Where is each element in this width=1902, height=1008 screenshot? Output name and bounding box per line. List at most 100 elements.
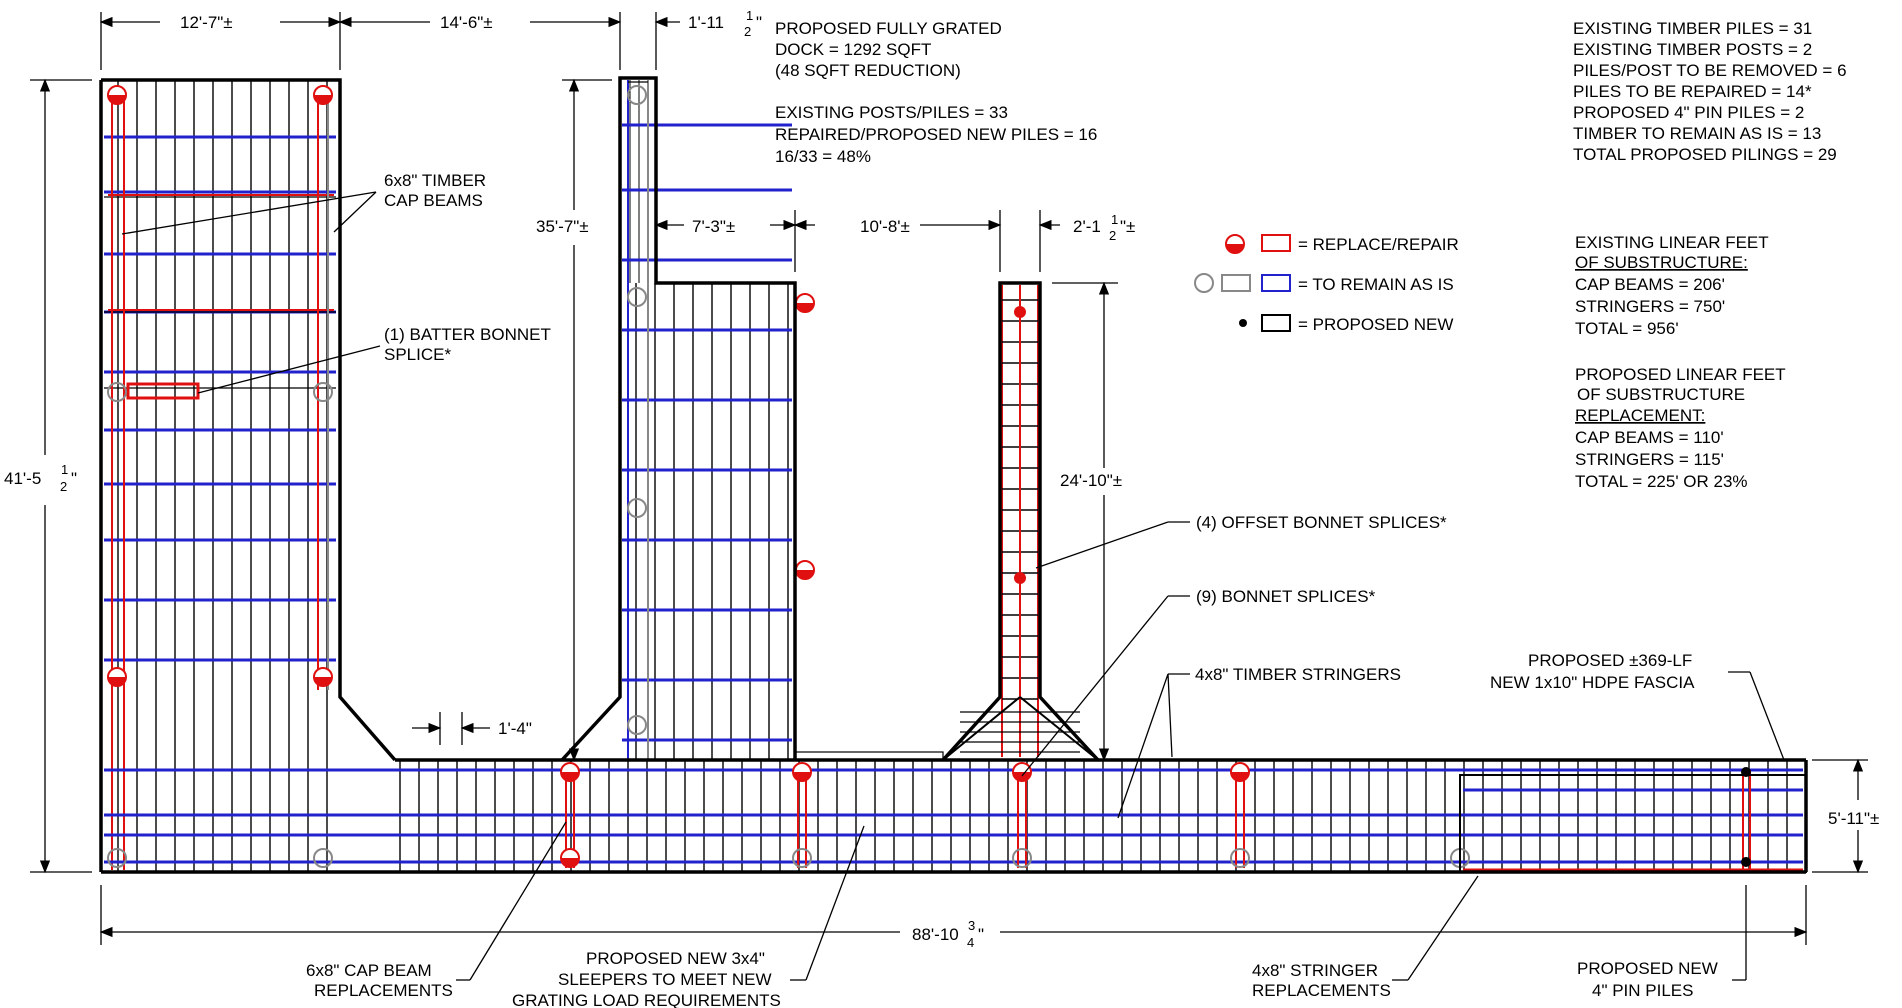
pile-replace-half — [314, 95, 332, 104]
notes-top-line3: (48 SQFT REDUCTION) — [775, 61, 961, 80]
notes-right-line: TIMBER TO REMAIN AS IS = 13 — [1573, 124, 1821, 143]
legend-new-label: = PROPOSED NEW — [1298, 315, 1453, 334]
dim-finger2-height: 24'-10"± — [1060, 471, 1122, 490]
existing-line: STRINGERS = 750' — [1575, 297, 1725, 316]
dim-bottom-den: 4 — [967, 935, 974, 950]
callout-sleepers-1: PROPOSED NEW 3x4" — [586, 949, 765, 968]
notes-right-line: TOTAL PROPOSED PILINGS = 29 — [1573, 145, 1837, 164]
dim-bottom-num: 3 — [968, 918, 975, 933]
callout-cap-beams-1: 6x8" TIMBER — [384, 171, 486, 190]
dim-left-height-den: 2 — [60, 479, 67, 494]
dim-bottom-suffix: " — [978, 925, 984, 944]
pile-remain — [792, 848, 812, 868]
dim-bottom-total: 88'-10 — [912, 925, 959, 944]
existing-line: TOTAL = 956' — [1575, 319, 1679, 338]
dim-left-height-suffix: " — [71, 469, 77, 488]
pile-remain — [627, 287, 647, 307]
callout-batter-2: SPLICE* — [384, 345, 451, 364]
existing-title-2: OF SUBSTRUCTURE: — [1575, 253, 1748, 272]
legend-remain-blue-icon — [1261, 274, 1291, 292]
pile-replace-half — [1231, 772, 1249, 781]
legend-new-beam-icon — [1261, 314, 1291, 332]
notes-top-line1: PROPOSED FULLY GRATED — [775, 19, 1002, 38]
callout-pin-1: PROPOSED NEW — [1577, 959, 1718, 978]
pile-remain — [313, 848, 333, 868]
dimension-lines — [30, 12, 1868, 945]
callout-bonnet: (9) BONNET SPLICES* — [1196, 587, 1376, 606]
callout-stringers: 4x8" TIMBER STRINGERS — [1195, 665, 1401, 684]
dimension-labels: 12'-7"± 14'-6"± 1'-11 1 2 " 7'-3"± 10'-8… — [4, 8, 1879, 950]
pile-replace-half — [796, 303, 814, 312]
dim-top-3-num: 1 — [746, 8, 753, 23]
dim-left-height: 41'-5 — [4, 469, 41, 488]
dim-top-3-den: 2 — [744, 24, 751, 39]
callout-stringer-repl-2: REPLACEMENTS — [1252, 981, 1391, 1000]
proposed-title-3: REPLACEMENT: — [1575, 406, 1705, 425]
dim-finger1-height: 35'-7"± — [536, 217, 589, 236]
proposed-line: CAP BEAMS = 110' — [1575, 428, 1724, 447]
dim-top-3-suffix: " — [756, 13, 762, 32]
callout-pin-2: 4" PIN PILES — [1592, 981, 1693, 1000]
pile-replace-half — [108, 95, 126, 104]
legend-replace-label: = REPLACE/REPAIR — [1298, 235, 1459, 254]
pile-remain — [107, 382, 127, 402]
notes-top-line2: DOCK = 1292 SQFT — [775, 40, 931, 59]
notes-right-line: EXISTING TIMBER PILES = 31 — [1573, 19, 1812, 38]
pile-replace-half — [793, 772, 811, 781]
callout-offset: (4) OFFSET BONNET SPLICES* — [1196, 513, 1447, 532]
proposed-title-2: OF SUBSTRUCTURE — [1577, 385, 1745, 404]
pile-remain — [313, 382, 333, 402]
pile-replace-half — [796, 570, 814, 579]
legend-replace-pile-icon — [1225, 234, 1245, 254]
callout-cap-repl-1: 6x8" CAP BEAM — [306, 961, 432, 980]
dock-outline — [99, 76, 1808, 874]
notes-right-line: PROPOSED 4" PIN PILES = 2 — [1573, 103, 1804, 122]
legend-replace-beam-icon — [1261, 234, 1291, 252]
callout-fascia-2: NEW 1x10" HDPE FASCIA — [1490, 673, 1695, 692]
pile-replace-half — [561, 772, 579, 781]
callout-sleepers-2: SLEEPERS TO MEET NEW — [558, 970, 772, 989]
callout-batter-1: (1) BATTER BONNET — [384, 325, 551, 344]
batter-splice — [126, 382, 200, 400]
notes-right-line: PILES TO BE REPAIRED = 14* — [1573, 82, 1812, 101]
dim-mid-3: 2'-1 — [1073, 217, 1101, 236]
pile-remain — [1012, 848, 1032, 868]
pile-small — [1014, 306, 1026, 318]
notes-right: EXISTING TIMBER PILES = 31 EXISTING TIMB… — [1573, 19, 1847, 491]
callout-sleepers-3: GRATING LOAD REQUIREMENTS — [512, 991, 781, 1008]
pile-remain — [627, 498, 647, 518]
brace — [1019, 696, 1099, 761]
deck-grid — [104, 80, 1806, 874]
legend-remain-pile-icon — [1194, 273, 1214, 293]
proposed-line: TOTAL = 225' OR 23% — [1575, 472, 1748, 491]
notes-right-line: EXISTING TIMBER POSTS = 2 — [1573, 40, 1812, 59]
dim-mid-2: 10'-8'± — [860, 217, 910, 236]
callout-cap-beams-2: CAP BEAMS — [384, 191, 483, 210]
notes-top: PROPOSED FULLY GRATED DOCK = 1292 SQFT (… — [775, 19, 1097, 166]
proposed-title-1: PROPOSED LINEAR FEET — [1575, 365, 1786, 384]
notes-top-line6: 16/33 = 48% — [775, 147, 871, 166]
callout-stringer-repl-1: 4x8" STRINGER — [1252, 961, 1378, 980]
callout-cap-repl-2: REPLACEMENTS — [314, 981, 453, 1000]
dim-gap: 1'-4" — [498, 719, 532, 738]
proposed-line: STRINGERS = 115' — [1575, 450, 1724, 469]
legend-remain-grey-icon — [1221, 274, 1251, 292]
legend-new-pile-icon — [1239, 319, 1247, 327]
dim-left-height-num: 1 — [61, 462, 68, 477]
pile-small — [1014, 572, 1026, 584]
dim-top-3: 1'-11 — [688, 13, 724, 32]
pile-replace-half — [1013, 772, 1031, 781]
callouts: 6x8" TIMBER CAP BEAMS (1) BATTER BONNET … — [121, 171, 1785, 1008]
pile-replace-half — [108, 677, 126, 686]
notes-top-line5: REPAIRED/PROPOSED NEW PILES = 16 — [775, 125, 1097, 144]
dim-mid-1: 7'-3"± — [692, 217, 735, 236]
pile-remain — [1230, 848, 1250, 868]
dim-mid-3-suffix: "± — [1120, 217, 1135, 236]
existing-title-1: EXISTING LINEAR FEET — [1575, 233, 1769, 252]
pile-remain — [107, 848, 127, 868]
dim-top-1: 12'-7"± — [180, 13, 233, 32]
legend: = REPLACE/REPAIR = TO REMAIN AS IS = PRO… — [1194, 234, 1459, 334]
existing-line: CAP BEAMS = 206' — [1575, 275, 1725, 294]
pile-replace-half — [314, 677, 332, 686]
dim-right-height: 5'-11"± — [1828, 809, 1879, 828]
